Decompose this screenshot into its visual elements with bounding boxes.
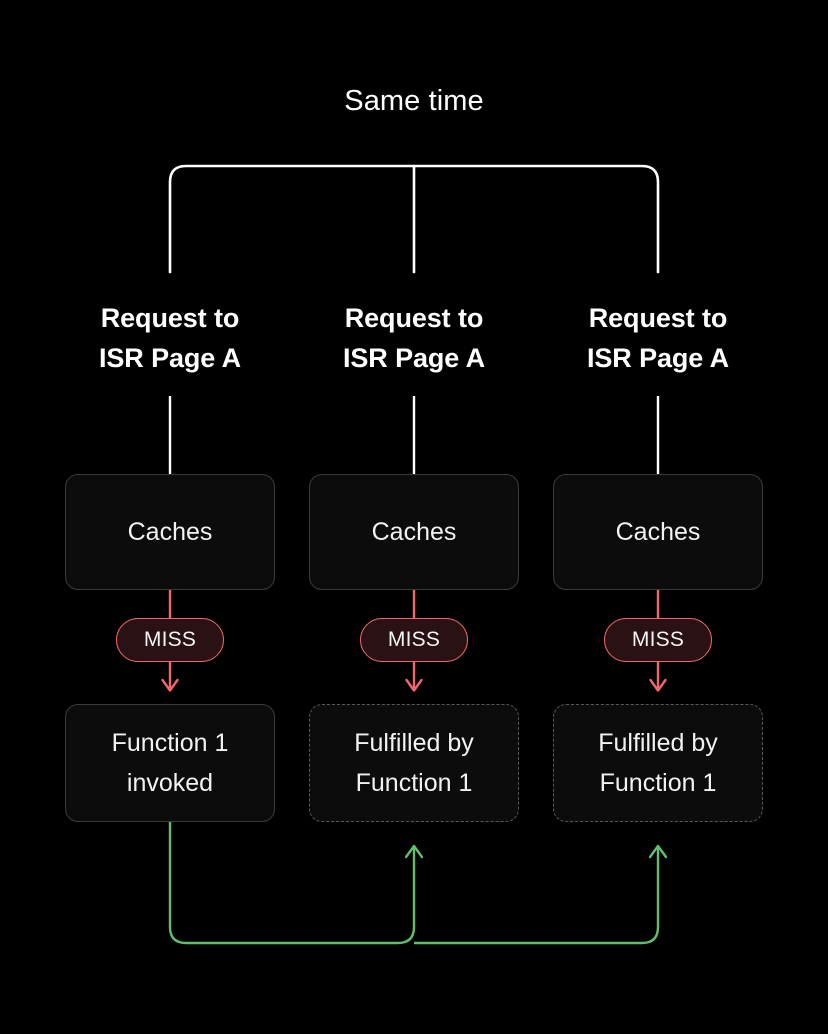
miss-badge-column-2: MISS (360, 618, 468, 662)
request-label-line-1: Request to (344, 303, 484, 333)
result-label-line-2: invoked (126, 769, 214, 797)
result-box-column-2[interactable]: Fulfilled by Function 1 (309, 704, 519, 822)
request-label-column-1: Request to ISR Page A (50, 298, 290, 378)
return-path-to-column-3 (414, 848, 660, 945)
cache-box-label: Caches (615, 518, 701, 546)
request-label-line-1: Request to (100, 303, 240, 333)
request-label-column-2: Request to ISR Page A (294, 298, 534, 378)
arrow-miss-to-result-3 (649, 661, 667, 692)
result-label-line-2: Function 1 (599, 769, 717, 797)
result-label-line-1: Function 1 (111, 729, 229, 757)
request-label-line-1: Request to (588, 303, 728, 333)
request-label-line-2: ISR Page A (98, 343, 242, 373)
return-arrowhead-column-2 (404, 844, 424, 859)
same-time-bracket (168, 164, 660, 274)
result-label-line-1: Fulfilled by (354, 729, 474, 757)
result-box-column-3[interactable]: Fulfilled by Function 1 (553, 704, 763, 822)
miss-badge-label: MISS (631, 628, 685, 651)
request-label-line-2: ISR Page A (342, 343, 486, 373)
cache-box-label: Caches (371, 518, 457, 546)
arrow-miss-to-result-2 (405, 661, 423, 692)
miss-badge-label: MISS (143, 628, 197, 651)
miss-badge-column-3: MISS (604, 618, 712, 662)
cache-box-column-2[interactable]: Caches (309, 474, 519, 590)
result-label-line-1: Fulfilled by (598, 729, 718, 757)
cache-box-label: Caches (127, 518, 213, 546)
miss-badge-label: MISS (387, 628, 441, 651)
cache-box-column-1[interactable]: Caches (65, 474, 275, 590)
diagram-title: Same time (344, 85, 484, 117)
request-label-line-2: ISR Page A (586, 343, 730, 373)
return-arrowhead-column-3 (648, 844, 668, 859)
request-label-column-3: Request to ISR Page A (538, 298, 778, 378)
miss-badge-column-1: MISS (116, 618, 224, 662)
return-path-to-column-2 (168, 822, 416, 945)
cache-box-column-3[interactable]: Caches (553, 474, 763, 590)
arrow-miss-to-result-1 (161, 661, 179, 692)
result-label-line-2: Function 1 (355, 769, 473, 797)
result-box-column-1[interactable]: Function 1 invoked (65, 704, 275, 822)
